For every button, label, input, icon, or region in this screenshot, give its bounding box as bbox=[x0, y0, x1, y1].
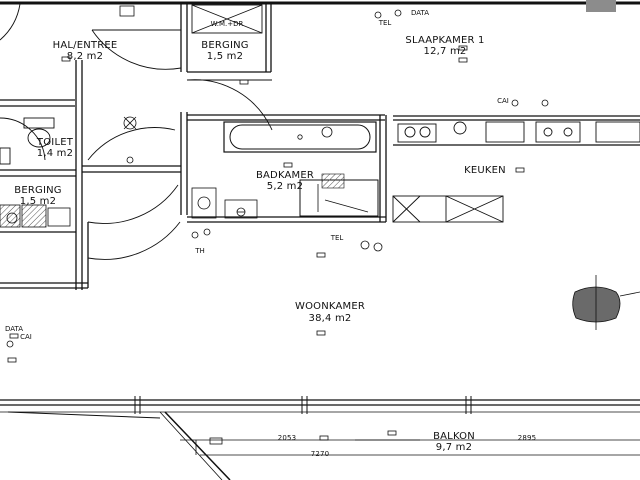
bath-fixtures bbox=[191, 187, 258, 219]
toilet-fixture bbox=[0, 117, 55, 165]
room-name-woonkamer: WOONKAMER bbox=[294, 301, 366, 312]
room-name-hal-entree: HAL/ENTREE bbox=[52, 40, 118, 51]
room-area-woonkamer: 38,4 m2 bbox=[308, 313, 352, 324]
dimension-balkon-total: 7270 bbox=[310, 450, 330, 458]
room-name-toilet: TOILET bbox=[36, 137, 74, 148]
room-area-berging-top: 1,5 m2 bbox=[206, 51, 244, 62]
door-swings bbox=[0, 3, 273, 260]
room-name-berging-left: BERGING bbox=[14, 185, 62, 196]
kitchen-cabinets bbox=[392, 121, 640, 223]
dimension-balkon-left: 2053 bbox=[277, 434, 297, 442]
cai-outlet-label-left: CAI bbox=[20, 333, 32, 341]
data-outlet-label-top: DATA bbox=[410, 9, 430, 17]
room-area-balkon: 9,7 m2 bbox=[435, 442, 473, 453]
shower bbox=[299, 173, 379, 217]
walls bbox=[0, 4, 640, 413]
thermostat-label: TH bbox=[195, 247, 205, 255]
room-name-balkon: BALKON bbox=[433, 431, 475, 442]
wm-dr-label: W.M.+DR bbox=[210, 20, 244, 28]
tel-outlet-label-top: TEL bbox=[378, 19, 392, 27]
data-outlet-label-left: DATA bbox=[4, 325, 24, 333]
utility-units bbox=[0, 204, 71, 228]
top-edge bbox=[0, 0, 640, 12]
room-name-badkamer: BADKAMER bbox=[255, 170, 315, 181]
electrical-symbols bbox=[6, 5, 549, 441]
bathtub bbox=[223, 121, 377, 153]
room-name-berging-top: BERGING bbox=[201, 40, 249, 51]
facade-windows bbox=[7, 396, 472, 419]
cai-outlet-label-kitchen: CAI bbox=[497, 97, 509, 105]
room-name-keuken: KEUKEN bbox=[464, 165, 506, 176]
outdoor-unit bbox=[572, 275, 640, 330]
washer-dryer-box bbox=[191, 4, 263, 34]
room-area-berging-left: 1,5 m2 bbox=[19, 196, 57, 207]
tel-outlet-label-living: TEL bbox=[330, 234, 344, 242]
room-name-slaapkamer: SLAAPKAMER 1 bbox=[405, 35, 485, 46]
dimension-balkon-right: 2895 bbox=[517, 434, 537, 442]
room-area-toilet: 1,4 m2 bbox=[36, 148, 74, 159]
room-area-hal-entree: 8,2 m2 bbox=[66, 51, 104, 62]
balcony bbox=[159, 411, 640, 480]
room-area-slaapkamer: 12,7 m2 bbox=[423, 46, 467, 57]
room-area-badkamer: 5,2 m2 bbox=[266, 181, 304, 192]
